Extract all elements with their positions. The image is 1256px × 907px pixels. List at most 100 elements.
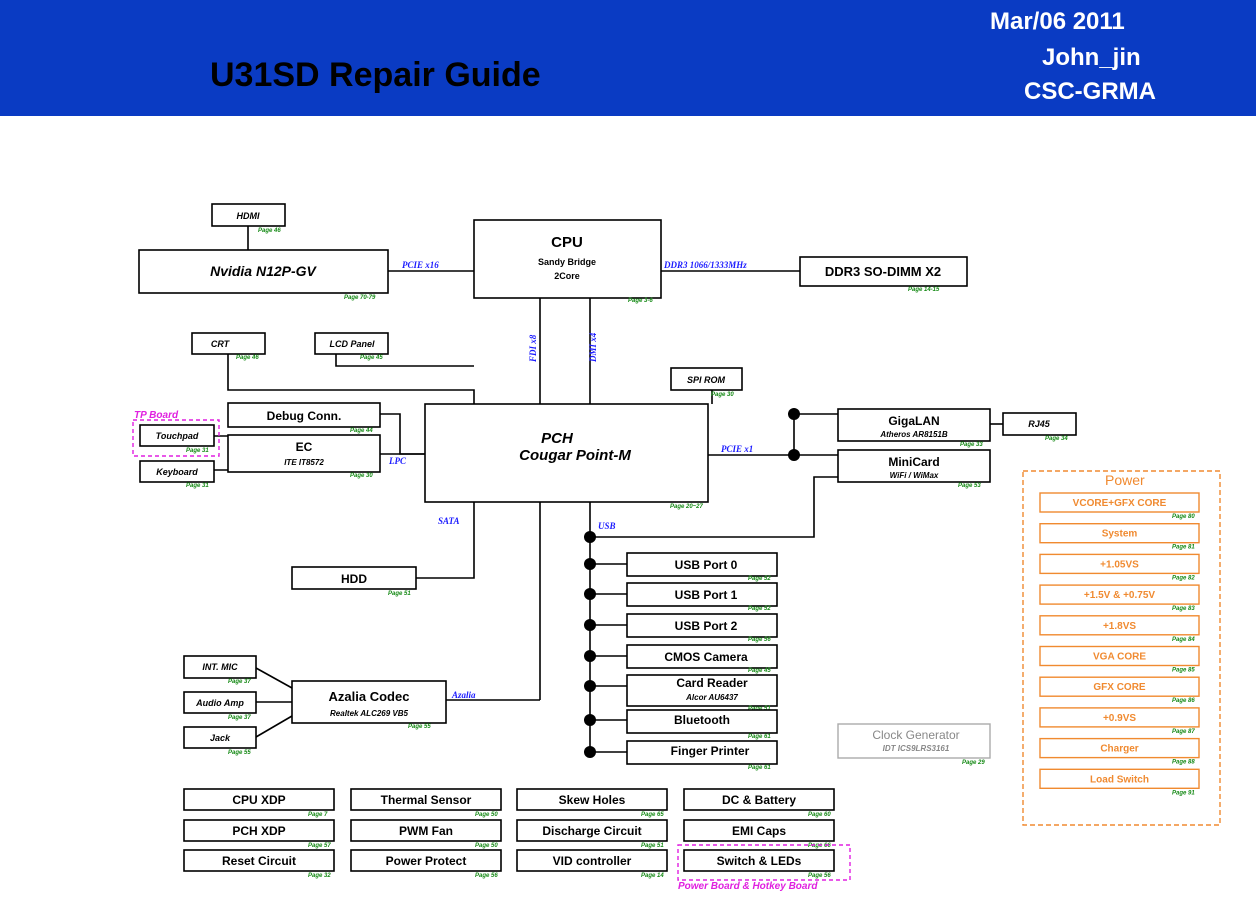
junction-dot xyxy=(584,714,596,726)
usb1-label: USB Port 1 xyxy=(675,588,738,602)
crt-block: CRT Page 46 xyxy=(191,332,266,361)
cpu-label: CPU xyxy=(551,234,583,251)
clock-label: Clock Generator xyxy=(872,728,959,742)
tp-board-group: TP Board Touchpad Page 31 xyxy=(132,410,220,457)
bus-fdi: FDI x8 xyxy=(528,334,538,363)
junction-dot xyxy=(584,531,596,543)
power-item-label: +1.8VS xyxy=(1103,621,1136,632)
misc-label: EMI Caps xyxy=(732,824,786,838)
ec-label: EC xyxy=(296,440,313,454)
cmos-label: CMOS Camera xyxy=(664,650,748,664)
misc-page: Page 32 xyxy=(308,873,331,879)
lcd-label: LCD Panel xyxy=(329,339,375,349)
rj45-block: RJ45 Page 34 xyxy=(1002,412,1077,442)
misc-page: Page 14 xyxy=(641,873,664,879)
ec-sub: ITE IT8572 xyxy=(284,458,324,467)
clock-page: Page 29 xyxy=(962,760,985,766)
rj45-label: RJ45 xyxy=(1028,419,1051,429)
crt-page: Page 46 xyxy=(236,355,259,361)
intmic-page: Page 37 xyxy=(228,679,251,685)
misc-label: PWM Fan xyxy=(399,824,453,838)
misc-label: DC & Battery xyxy=(722,793,796,807)
usb0-label: USB Port 0 xyxy=(675,558,738,572)
cardreader-sub: Alcor AU6437 xyxy=(685,693,738,702)
power-item-label: System xyxy=(1102,529,1138,540)
cpu-page: Page 3-6 xyxy=(628,298,653,304)
audioamp-page: Page 37 xyxy=(228,715,251,721)
ec-page: Page 30 xyxy=(350,473,373,479)
crt-label: CRT xyxy=(211,339,231,349)
misc-page: Page 66 xyxy=(808,843,831,849)
header-date: Mar/06 2011 xyxy=(990,8,1125,35)
cpu-sub1: Sandy Bridge xyxy=(538,257,596,267)
debug-label: Debug Conn. xyxy=(267,409,342,423)
usb2-label: USB Port 2 xyxy=(675,619,738,633)
minicard-sub: WiFi / WiMax xyxy=(890,471,939,480)
ddr3-label: DDR3 SO-DIMM X2 xyxy=(825,264,941,279)
hdmi-page: Page 46 xyxy=(258,228,281,234)
header-banner xyxy=(0,0,1256,116)
misc-page: Page 60 xyxy=(808,812,831,818)
minicard-page: Page 53 xyxy=(958,483,981,489)
junction-dot xyxy=(584,746,596,758)
junction-dot xyxy=(584,680,596,692)
finger-block: Finger Printer Page 61 xyxy=(626,740,778,771)
nvidia-label: Nvidia N12P-GV xyxy=(210,263,317,279)
misc-page: Page 51 xyxy=(641,843,664,849)
misc-label: Thermal Sensor xyxy=(381,793,472,807)
power-item-page: Page 83 xyxy=(1172,606,1195,612)
finger-page: Page 61 xyxy=(748,765,771,771)
junction-dot xyxy=(584,558,596,570)
hdmi-label: HDMI xyxy=(237,211,260,221)
power-item-label: VGA CORE xyxy=(1093,652,1146,663)
power-board-label: Power Board & Hotkey Board xyxy=(678,881,818,892)
bus-pcie1: PCIE x1 xyxy=(721,444,753,454)
bus-usb: USB xyxy=(598,521,616,531)
junction-dots xyxy=(584,408,800,758)
minicard-block: MiniCard WiFi / WiMax Page 53 xyxy=(837,449,991,489)
intmic-label: INT. MIC xyxy=(202,662,238,672)
power-item-label: +0.9VS xyxy=(1103,713,1136,724)
misc-label: Skew Holes xyxy=(559,793,626,807)
minicard-label: MiniCard xyxy=(888,455,939,469)
bus-dmi: DMI x4 xyxy=(588,332,598,363)
bus-sata: SATA xyxy=(438,516,460,526)
power-item-label: Charger xyxy=(1100,744,1138,755)
power-item-label: GFX CORE xyxy=(1093,682,1146,693)
debug-page: Page 44 xyxy=(350,428,373,434)
gigalan-block: GigaLAN Atheros AR8151B Page 33 xyxy=(837,408,991,448)
hdmi-block: HDMI Page 46 xyxy=(211,203,286,234)
hdd-block: HDD Page 51 xyxy=(291,566,417,597)
spi-block: SPI ROM Page 30 xyxy=(670,367,743,398)
bus-ddr3: DDR3 1066/1333MHz xyxy=(663,260,747,270)
audioamp-block: Audio Amp Page 37 xyxy=(183,691,257,721)
tp-board-label: TP Board xyxy=(134,410,179,421)
gigalan-label: GigaLAN xyxy=(888,414,939,428)
azalia-block: Azalia Codec Realtek ALC269 VB5 Page 55 xyxy=(291,680,447,730)
usb2-block: USB Port 2 Page 56 xyxy=(626,613,778,643)
power-item-page: Page 81 xyxy=(1172,545,1195,551)
power-item-page: Page 82 xyxy=(1172,575,1195,581)
ec-block: EC ITE IT8572 Page 30 xyxy=(227,434,381,479)
nvidia-block: Nvidia N12P-GV Page 70-79 xyxy=(138,249,389,301)
cpu-block: CPU Sandy Bridge 2Core Page 3-6 xyxy=(473,219,662,304)
keyboard-label: Keyboard xyxy=(156,467,198,477)
misc-page: Page 7 xyxy=(308,812,328,818)
bus-labels: PCIE x16 DDR3 1066/1333MHz FDI x8 DMI x4… xyxy=(388,260,753,700)
cmos-page: Page 45 xyxy=(748,668,771,674)
bluetooth-label: Bluetooth xyxy=(674,713,730,727)
junction-dot xyxy=(788,449,800,461)
power-item-page: Page 85 xyxy=(1172,668,1195,674)
junction-dot xyxy=(584,588,596,600)
audioamp-label: Audio Amp xyxy=(195,698,244,708)
power-item-page: Page 87 xyxy=(1172,729,1195,735)
usb0-block: USB Port 0 Page 52 xyxy=(626,552,778,582)
